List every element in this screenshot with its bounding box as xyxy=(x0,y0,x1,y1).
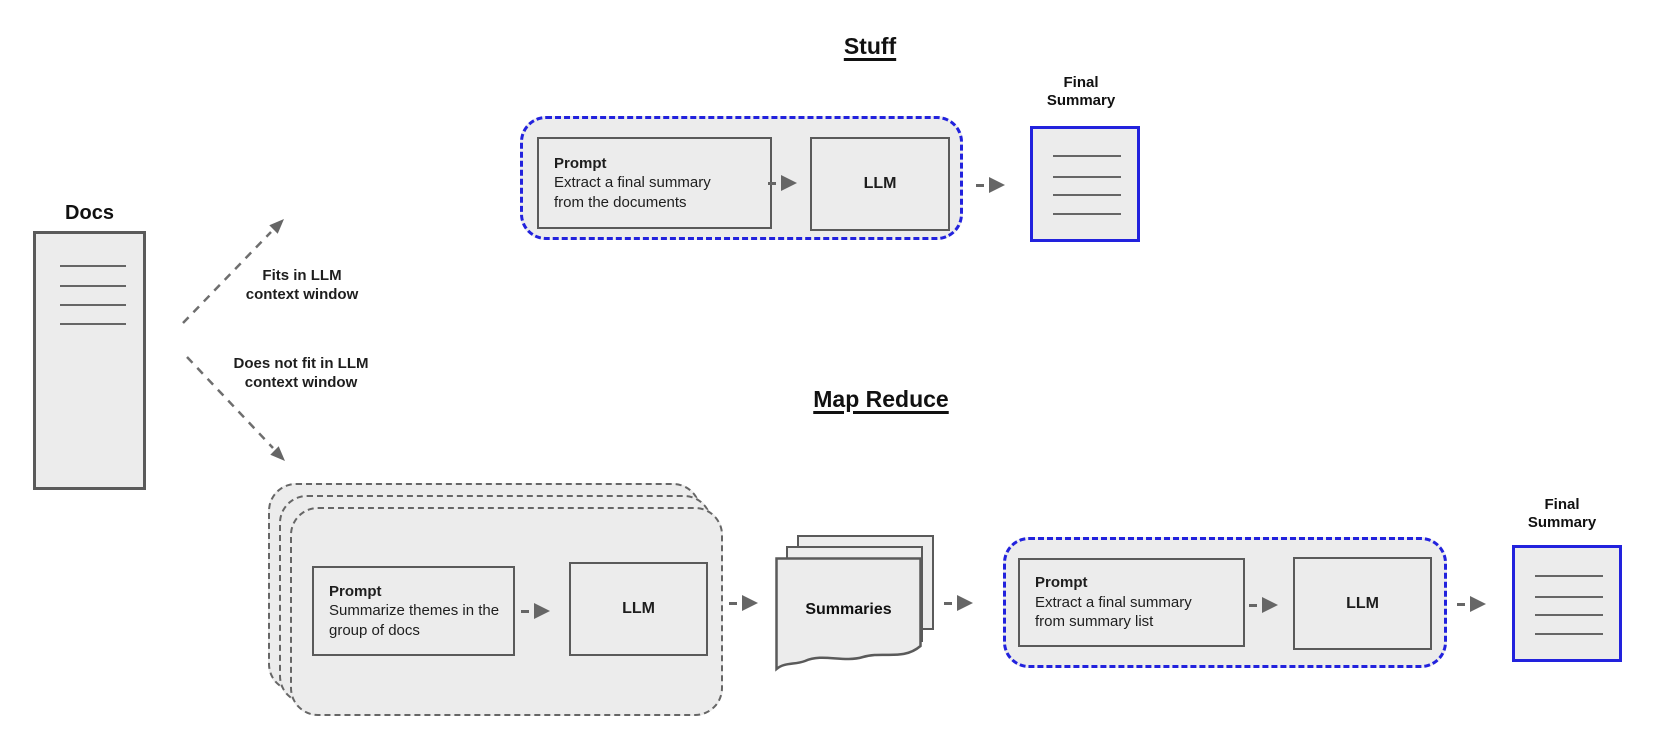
arrow-dash xyxy=(976,183,984,187)
stuff-final-summary-label-line2: Summary xyxy=(1046,92,1116,109)
reduce-prompt-title: Prompt xyxy=(1035,574,1088,592)
stuff-llm-box: LLM xyxy=(810,137,950,231)
arrow-dash xyxy=(729,601,737,605)
docs-document-icon xyxy=(33,231,146,490)
stuff-final-summary-document-icon xyxy=(1030,126,1140,242)
reduce-llm-box: LLM xyxy=(1293,557,1432,650)
overflow-branch-label-line2: context window xyxy=(244,374,358,391)
arrow-dash xyxy=(944,601,952,605)
stuff-final-summary-label-line1: Final xyxy=(1063,74,1099,91)
stuff-prompt-body: Extract a final summary from the documen… xyxy=(554,174,711,211)
reduce-prompt-body: Extract a final summary from summary lis… xyxy=(1035,593,1192,631)
doc-text-line xyxy=(1053,194,1121,196)
arrow-summaries-to-reduce xyxy=(944,595,973,611)
doc-text-line xyxy=(60,323,126,325)
fits-branch-label: Fits in LLM context window xyxy=(235,266,369,304)
doc-text-line xyxy=(1535,596,1603,598)
arrow-stuff-to-final-summary xyxy=(976,177,1005,193)
overflow-branch-arrow-icon xyxy=(186,356,285,461)
doc-text-line xyxy=(1535,614,1603,616)
arrow-dash xyxy=(768,181,776,185)
reduce-final-summary-label-line1: Final xyxy=(1544,496,1580,513)
summaries-label: Summaries xyxy=(805,601,892,618)
fits-branch-arrow-icon xyxy=(182,219,284,324)
arrow-head-icon xyxy=(781,175,797,191)
doc-text-line xyxy=(60,265,126,267)
arrow-head-icon xyxy=(989,177,1005,193)
arrow-dash xyxy=(1457,602,1465,606)
stuff-final-summary-label: Final Summary xyxy=(1025,74,1137,110)
arrow-reduce-to-final-summary xyxy=(1457,596,1486,612)
doc-text-line xyxy=(1053,213,1121,215)
doc-text-line xyxy=(1535,575,1603,577)
stuff-section-title: Stuff xyxy=(843,33,897,59)
doc-text-line xyxy=(1053,176,1121,178)
arrow-map-prompt-to-llm xyxy=(521,603,550,619)
reduce-final-summary-label-line2: Summary xyxy=(1527,514,1597,531)
stuff-prompt-box: Prompt Extract a final summary from the … xyxy=(537,137,772,229)
reduce-prompt-box: Prompt Extract a final summary from summ… xyxy=(1018,558,1245,647)
arrow-head-icon xyxy=(534,603,550,619)
fits-branch-label-line1: Fits in LLM xyxy=(262,267,342,284)
map-reduce-section-title: Map Reduce xyxy=(813,386,949,412)
summaries-sheet-front-icon xyxy=(775,557,922,672)
stuff-prompt-title: Prompt xyxy=(554,154,607,172)
arrow-dash xyxy=(521,609,529,613)
map-llm-box: LLM xyxy=(569,562,708,656)
arrow-dash xyxy=(1249,603,1257,607)
map-prompt-title: Prompt xyxy=(329,582,382,600)
doc-text-line xyxy=(1053,155,1121,157)
arrow-head-icon xyxy=(1262,597,1278,613)
arrow-head-icon xyxy=(1470,596,1486,612)
arrow-reduce-prompt-to-llm xyxy=(1249,597,1278,613)
arrow-head-icon xyxy=(957,595,973,611)
arrow-head-icon xyxy=(742,595,758,611)
doc-text-line xyxy=(60,304,126,306)
doc-text-line xyxy=(1535,633,1603,635)
map-prompt-box: Prompt Summarize themes in the group of … xyxy=(312,566,515,656)
overflow-branch-label-line1: Does not fit in LLM xyxy=(233,355,369,372)
reduce-final-summary-label: Final Summary xyxy=(1506,496,1618,532)
fits-branch-label-line2: context window xyxy=(245,286,359,303)
reduce-final-summary-document-icon xyxy=(1512,545,1622,662)
docs-label: Docs xyxy=(65,202,114,224)
arrow-stuff-prompt-to-llm xyxy=(768,175,797,191)
doc-text-line xyxy=(60,285,126,287)
map-prompt-body: Summarize themes in the group of docs xyxy=(329,602,500,639)
overflow-branch-label: Does not fit in LLM context window xyxy=(221,354,381,392)
arrow-map-to-summaries xyxy=(729,595,758,611)
